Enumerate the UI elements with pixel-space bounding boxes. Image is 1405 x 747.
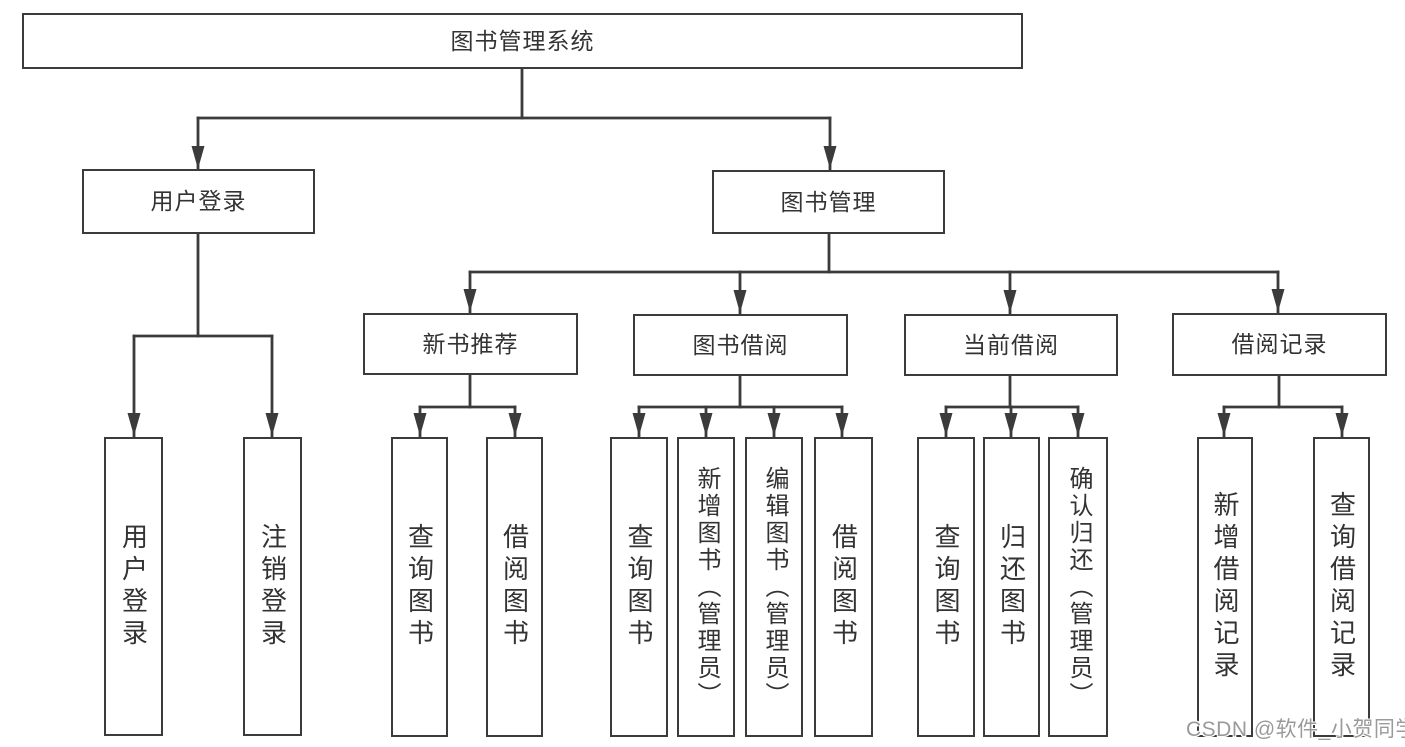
connector-user-login-children [127, 232, 279, 438]
node-borrow-record: 借阅记录 [1172, 313, 1387, 376]
connector-root-to-level1 [191, 67, 837, 171]
connector-borrow-record-children [1217, 374, 1349, 438]
node-query-book-1: 查询图书 [391, 437, 448, 737]
node-edit-book: 编辑图书（管理员） [745, 437, 803, 737]
csdn-watermark: CSDN @软件_小贺同学 [1186, 718, 1405, 741]
connector-new-book-rec-children [413, 373, 522, 438]
connector-book-borrow-children [632, 374, 849, 438]
node-add-book: 新增图书（管理员） [677, 437, 735, 737]
connector-book-mgmt-children [463, 232, 1285, 315]
node-query-borrow-record: 查询借阅记录 [1313, 437, 1370, 737]
node-user-login: 用户登录 [82, 169, 315, 234]
node-borrow-book-2: 借阅图书 [814, 437, 873, 737]
node-new-book-rec: 新书推荐 [363, 313, 578, 375]
node-return-book: 归还图书 [983, 437, 1040, 737]
node-confirm-return: 确认归还（管理员） [1048, 437, 1108, 737]
node-current-borrow: 当前借阅 [904, 314, 1118, 376]
node-book-mgmt: 图书管理 [712, 170, 945, 234]
node-add-borrow-record: 新增借阅记录 [1197, 437, 1253, 737]
node-book-borrow: 图书借阅 [633, 314, 848, 376]
node-query-book-2: 查询图书 [610, 437, 668, 737]
node-root: 图书管理系统 [22, 13, 1023, 69]
node-borrow-book-1: 借阅图书 [486, 437, 543, 737]
node-query-book-3: 查询图书 [917, 437, 975, 737]
node-user-login-leaf: 用户登录 [104, 437, 163, 736]
node-logout: 注销登录 [243, 437, 302, 736]
connector-current-borrow-children [939, 374, 1085, 438]
